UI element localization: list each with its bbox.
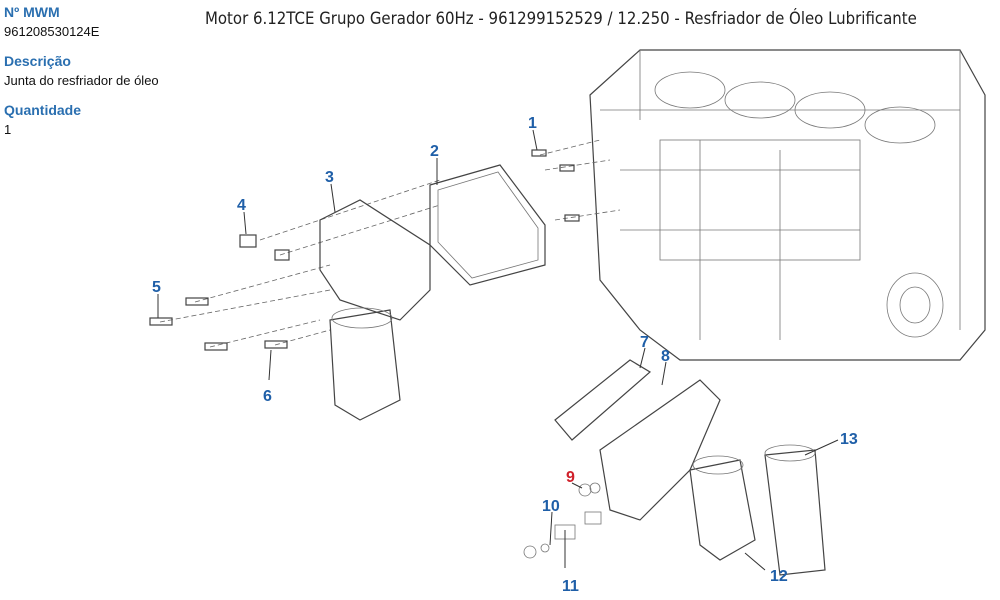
mwm-number-label: Nº MWM xyxy=(4,4,60,20)
callout-4[interactable]: 4 xyxy=(237,197,246,214)
oil-cooler-drawing xyxy=(523,359,826,576)
callout-3[interactable]: 3 xyxy=(325,169,334,186)
callout-11[interactable]: 11 xyxy=(562,578,579,595)
callout-6[interactable]: 6 xyxy=(263,388,272,405)
callout-2[interactable]: 2 xyxy=(430,143,439,160)
description-value: Junta do resfriador de óleo xyxy=(4,73,159,88)
gasket-drawing xyxy=(429,164,546,286)
callout-7[interactable]: 7 xyxy=(640,334,649,351)
part-info-panel: Nº MWM 961208530124E Descrição Junta do … xyxy=(4,4,194,151)
callout-9-selected[interactable]: 9 xyxy=(566,469,575,486)
callout-13[interactable]: 13 xyxy=(840,431,858,448)
diagram-title: Motor 6.12TCE Grupo Gerador 60Hz - 96129… xyxy=(205,9,917,29)
oil-filter-housing-drawing xyxy=(319,199,431,421)
engine-block-drawing xyxy=(589,49,986,361)
assembly-lines xyxy=(159,139,621,348)
callout-10[interactable]: 10 xyxy=(542,498,560,515)
bolts-drawing xyxy=(149,149,580,351)
mwm-number-value: 961208530124E xyxy=(4,24,100,39)
callout-12[interactable]: 12 xyxy=(770,568,788,585)
quantity-value: 1 xyxy=(4,122,12,137)
callout-8[interactable]: 8 xyxy=(661,348,670,365)
callout-1[interactable]: 1 xyxy=(528,115,537,132)
quantity-label: Quantidade xyxy=(4,102,82,118)
callout-5[interactable]: 5 xyxy=(152,279,161,296)
callouts: 1 2 3 4 5 6 7 8 9 10 11 12 13 xyxy=(152,115,858,595)
description-label: Descrição xyxy=(4,53,71,69)
leader-lines xyxy=(157,129,839,571)
